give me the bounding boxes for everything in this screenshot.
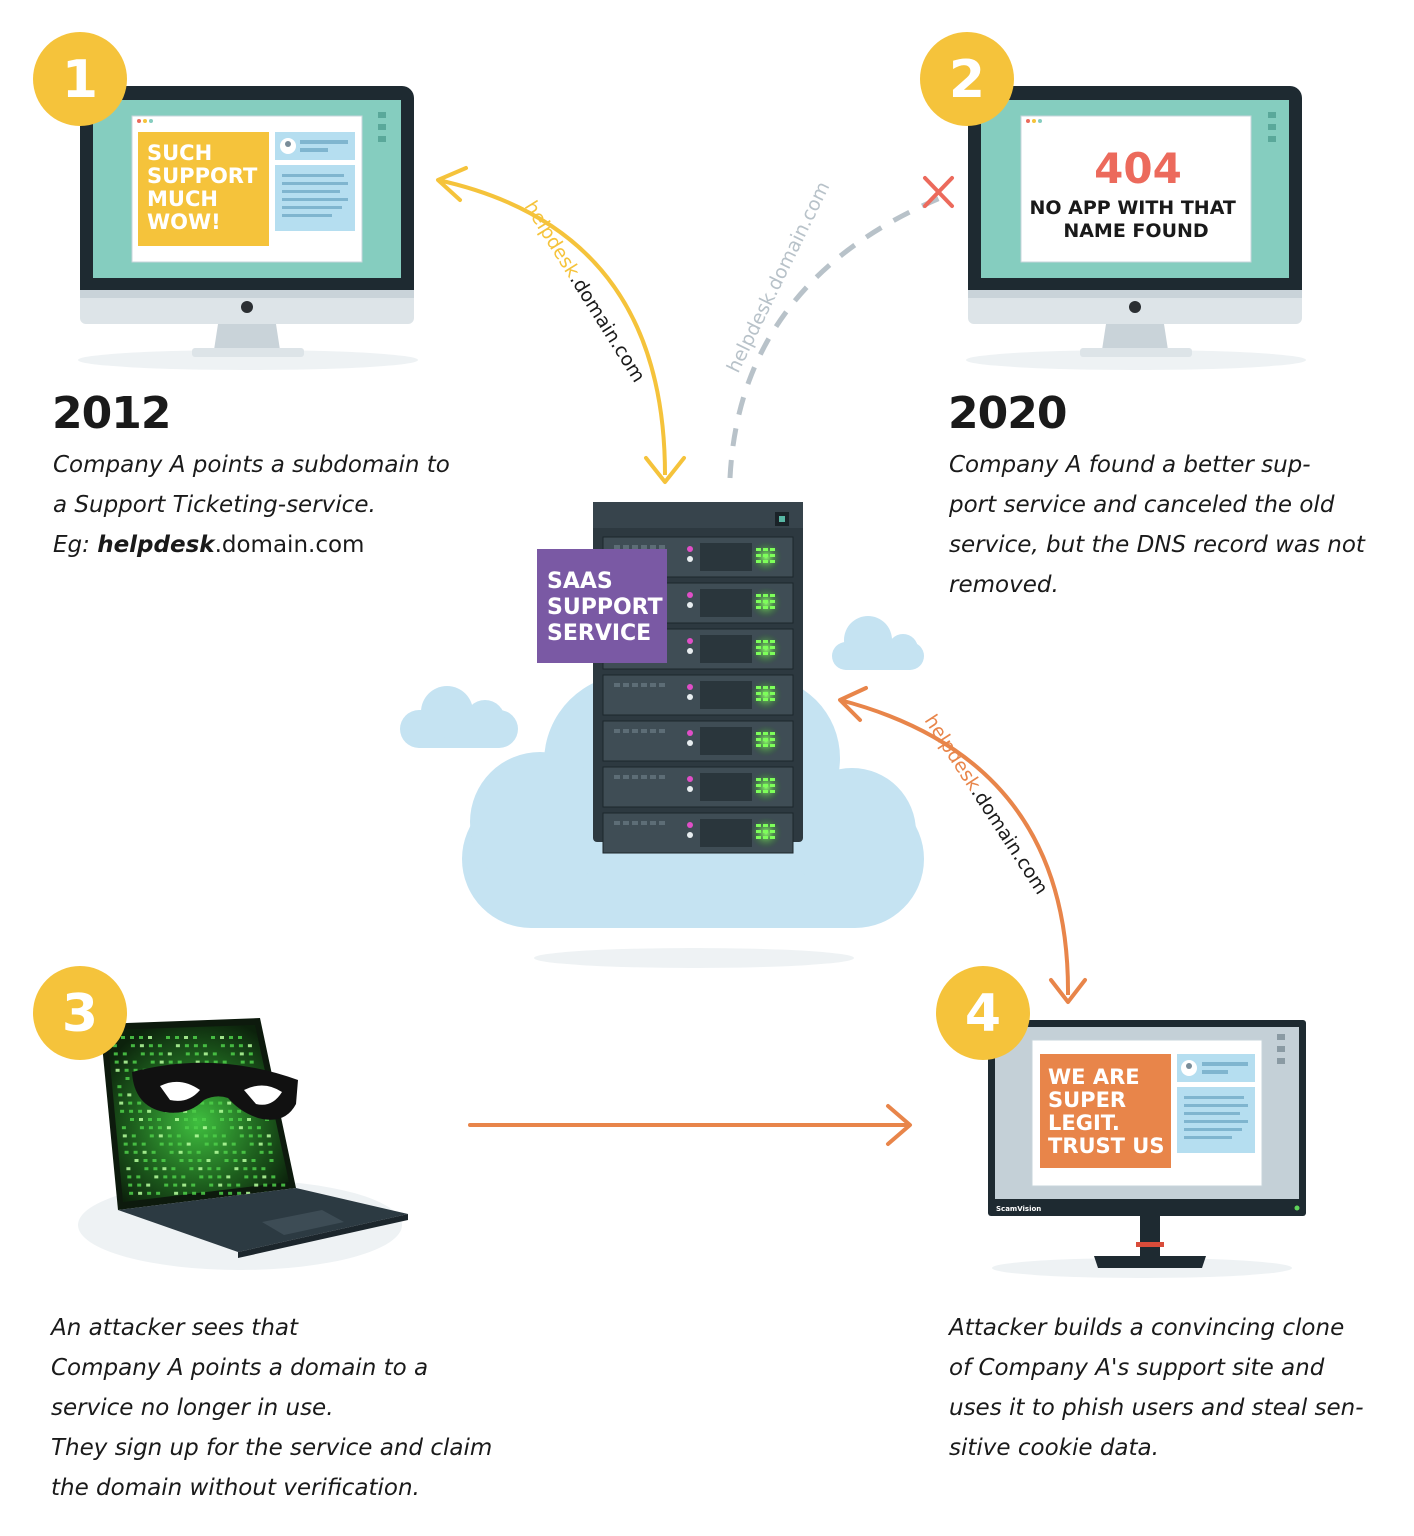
arrow-1-yellow: helpdesk.domain.com	[436, 166, 686, 484]
arrow-1-label: helpdesk.domain.com	[520, 197, 650, 386]
x-mark-icon	[923, 176, 954, 208]
mask-icon	[132, 1062, 298, 1120]
step-3-description: An attacker sees that Company A points a…	[51, 1315, 493, 1501]
example-domain: Eg: helpdesk.domain.com	[53, 532, 365, 558]
server-unit	[602, 674, 794, 716]
step-2-description: Company A found a better sup- port servi…	[949, 452, 1365, 598]
trackpad	[262, 1210, 344, 1235]
step-4-description: Attacker builds a convincing clone of Co…	[949, 1315, 1364, 1461]
server-unit	[602, 812, 794, 854]
step-badge-3: 3	[33, 966, 127, 1060]
server-unit	[602, 766, 794, 808]
screen-banner	[138, 132, 269, 246]
arrow-2-dashed: helpdesk.domain.com	[723, 178, 946, 479]
step-badge-2: 2	[920, 32, 1014, 126]
scam-banner-text: WE ARE SUPER LEGIT. TRUST US	[1048, 1065, 1164, 1158]
step-badge-4: 4	[936, 966, 1030, 1060]
arrow-3-to-4	[468, 1104, 912, 1146]
arrow-4-label: helpdesk.domain.com	[920, 711, 1053, 899]
hacker-laptop	[78, 1018, 408, 1270]
svg-text:2: 2	[949, 50, 985, 110]
svg-text:1: 1	[62, 50, 98, 110]
error-code: 404	[1094, 144, 1182, 193]
server-unit	[602, 720, 794, 762]
server-label: SAAS SUPPORT SERVICE	[537, 549, 670, 663]
monitor-scam: WE ARE SUPER LEGIT. TRUST US ScamVision	[988, 1020, 1306, 1278]
error-message: NO APP WITH THAT NAME FOUND	[1029, 197, 1242, 242]
svg-text:SAAS SUPPORT SERVI: SAAS SUPPORT SERVICE	[547, 569, 670, 646]
small-cloud-left	[400, 686, 518, 748]
step-badge-1: 1	[33, 32, 127, 126]
monitor-2012: SUCH SUPPORT MUCH WOW!	[78, 86, 418, 370]
year-2020-heading: 2020	[948, 388, 1067, 439]
year-2012-heading: 2012	[52, 388, 171, 439]
step-1-description: Company A points a subdomain to a Suppor…	[53, 445, 450, 565]
monitor-2020: 404 NO APP WITH THAT NAME FOUND	[966, 86, 1306, 370]
screen-banner-text: SUCH SUPPORT MUCH WOW!	[147, 141, 265, 234]
code-rain	[112, 1036, 287, 1195]
monitor-brand: ScamVision	[996, 1205, 1041, 1213]
small-cloud-right	[832, 616, 924, 670]
svg-text:4: 4	[965, 984, 1001, 1044]
svg-text:3: 3	[62, 984, 98, 1044]
